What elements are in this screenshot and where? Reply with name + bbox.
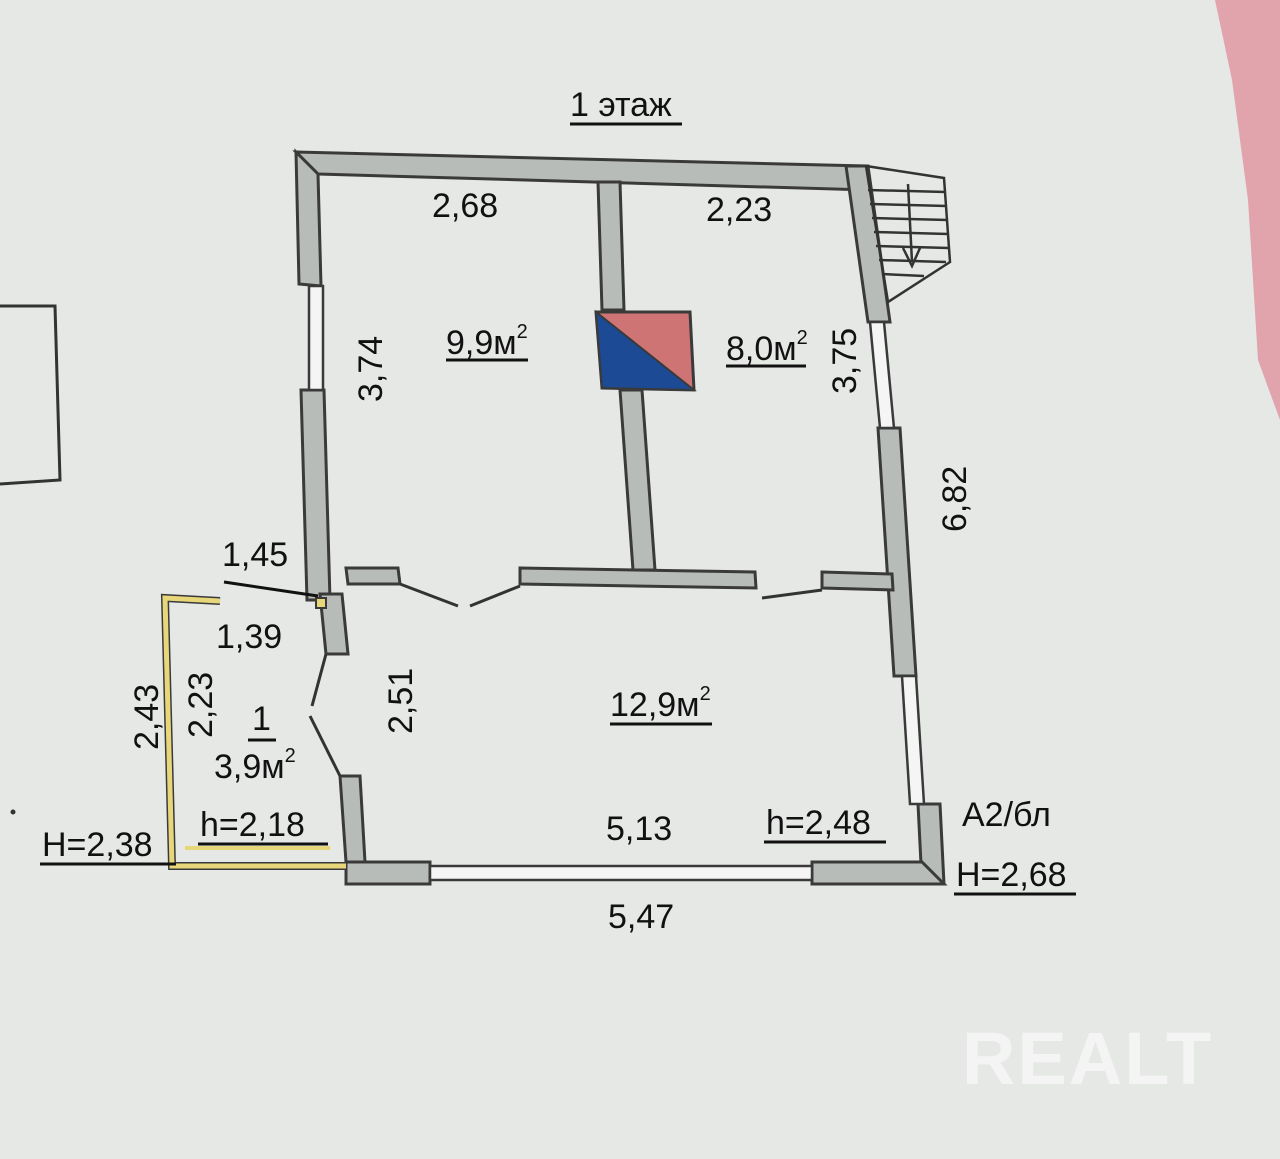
dim-right-height: 3,75 xyxy=(826,328,864,394)
background-corner xyxy=(1215,0,1280,420)
wall-bottom-left xyxy=(344,860,432,886)
window-bottom xyxy=(428,864,814,882)
neighbor-outline xyxy=(0,304,62,486)
window-right-upper xyxy=(868,320,896,430)
dim-porch-inner-top: 1,39 xyxy=(216,618,282,656)
wall-left-lower xyxy=(299,388,332,602)
partition-h2 xyxy=(518,566,758,590)
wall-left-upper xyxy=(294,148,323,288)
height-porch-inner: h=2,18 xyxy=(200,806,305,844)
svg-text:12,9м2: 12,9м2 xyxy=(610,683,711,724)
dim-main-width-inner: 5,13 xyxy=(606,810,672,848)
stove xyxy=(594,309,697,392)
svg-text:8,0м2: 8,0м2 xyxy=(726,327,808,368)
room-area-right: 8,0м2 xyxy=(726,327,808,368)
plan-title: 1 этаж xyxy=(570,86,672,124)
room-area-porch: 1 3,9м2 xyxy=(214,700,296,786)
wall-right-upper xyxy=(844,164,892,324)
dim-porch-inner-side: 2,23 xyxy=(182,672,220,738)
stairs xyxy=(864,164,952,305)
dim-porch-outer-side: 2,43 xyxy=(128,684,166,750)
partition-h3 xyxy=(820,570,895,592)
watermark-logo: REALT xyxy=(962,1017,1213,1100)
class-label: А2/бл xyxy=(962,796,1051,834)
partition-h1 xyxy=(344,566,402,586)
wall-bottom-right xyxy=(810,860,948,886)
height-porch-outer: H=2,38 xyxy=(42,826,153,864)
dim-top-right: 2,23 xyxy=(706,191,772,229)
height-main-room: h=2,48 xyxy=(766,804,871,842)
window-left xyxy=(307,284,325,392)
svg-text:3,9м2: 3,9м2 xyxy=(214,745,296,786)
doors xyxy=(308,582,823,777)
wall-main-left-lower xyxy=(338,774,367,864)
svg-text:9,9м2: 9,9м2 xyxy=(446,321,528,362)
partition-upper xyxy=(596,180,626,312)
dim-main-height: 2,51 xyxy=(382,668,420,734)
dim-porch-top: 1,45 xyxy=(222,536,288,574)
dim-left-height: 3,74 xyxy=(352,336,390,402)
room-area-main: 12,9м2 xyxy=(610,683,712,726)
room-area-left: 9,9м2 xyxy=(446,321,528,362)
dim-top-left: 2,68 xyxy=(432,187,498,225)
porch-number: 1 xyxy=(252,700,271,738)
height-building: H=2,68 xyxy=(956,856,1067,894)
walls xyxy=(292,148,948,886)
dim-bottom-total: 5,47 xyxy=(608,898,674,936)
dim-right-total: 6,82 xyxy=(936,466,974,532)
porch xyxy=(160,593,346,870)
window-right-lower xyxy=(900,674,926,806)
windows xyxy=(307,284,926,882)
